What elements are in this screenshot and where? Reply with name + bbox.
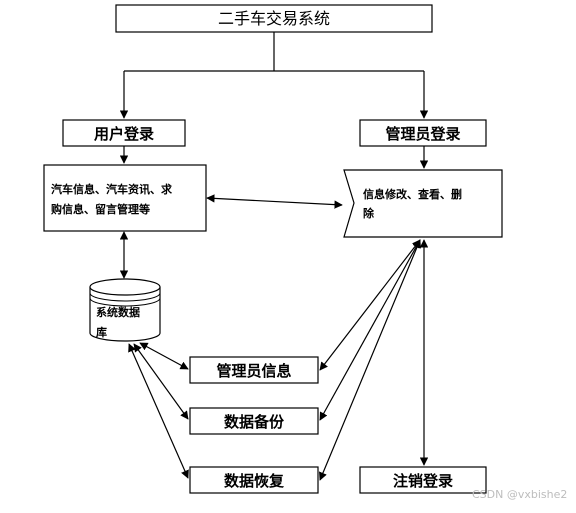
title-branch-connector: [119, 32, 429, 119]
database-node: 系统数据 库: [89, 278, 161, 342]
user-functions-node: 汽车信息、汽车资讯、求 购信息、留言管理等: [43, 164, 207, 232]
admin-functions-line2: 除: [363, 206, 375, 220]
user-login-node: 用户登录: [62, 119, 186, 147]
admin-functions-line1: 信息修改、查看、删: [363, 187, 462, 201]
data-restore-node: 数据恢复: [189, 466, 319, 494]
data-restore-text: 数据恢复: [224, 472, 285, 490]
logout-node: 注销登录: [359, 466, 487, 494]
database-line2: 库: [96, 325, 107, 339]
admin-login-node: 管理员登录: [359, 119, 487, 147]
database-links: [128, 342, 189, 479]
functions-link-arrow: [206, 194, 343, 209]
user-functions-line2: 购信息、留言管理等: [51, 202, 150, 216]
user-functions-line1: 汽车信息、汽车资讯、求: [51, 182, 173, 196]
admin-functions-node: 信息修改、查看、删 除: [343, 169, 503, 238]
admin-info-node: 管理员信息: [189, 356, 319, 384]
user-login-text: 用户登录: [94, 125, 154, 143]
admin-info-text: 管理员信息: [216, 362, 291, 380]
data-backup-text: 数据备份: [224, 413, 285, 431]
title-node: 二手车交易系统: [115, 4, 433, 33]
logout-text: 注销登录: [393, 472, 453, 490]
admin-links: [319, 239, 429, 481]
data-backup-node: 数据备份: [189, 407, 319, 435]
title-text: 二手车交易系统: [218, 9, 330, 28]
watermark-text: CSDN @vxbishe2: [472, 488, 567, 501]
database-line1: 系统数据: [96, 305, 140, 319]
admin-login-text: 管理员登录: [385, 125, 460, 143]
